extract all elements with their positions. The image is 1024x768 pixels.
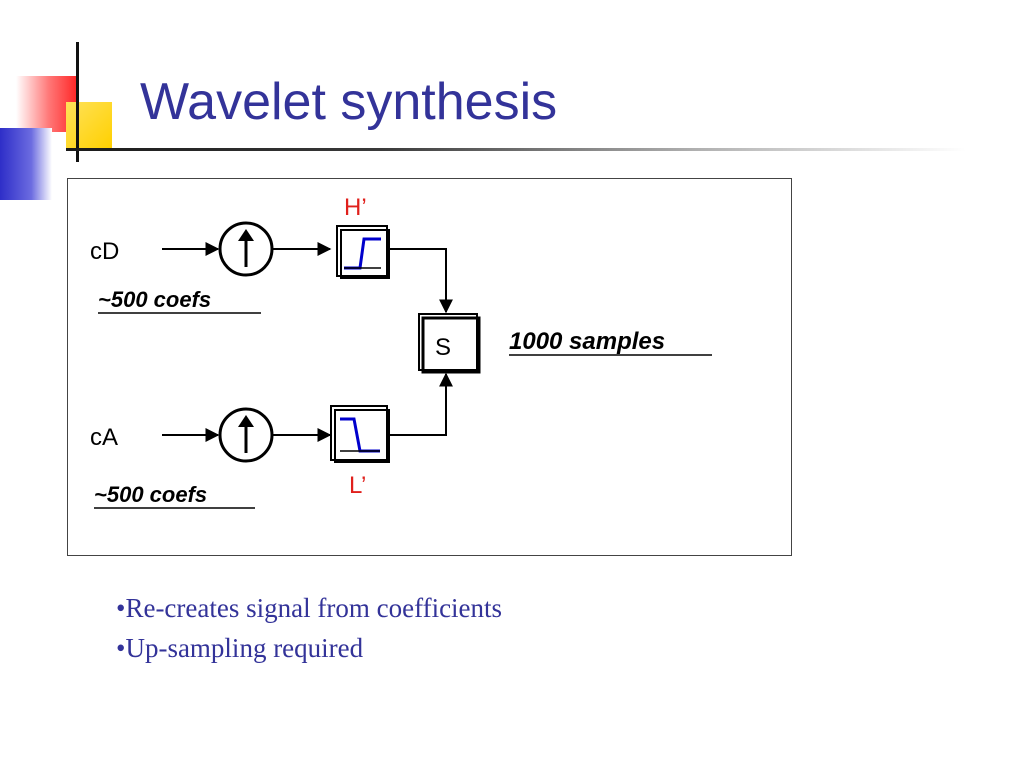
block-diagram-svg: cD ~500 coefs H’ S [90,194,712,509]
approx-upsampler-icon [218,407,274,463]
bullet-item-upsampling: •Up-sampling required [116,633,364,663]
approx-input-label: cA [90,424,118,451]
detail-coef-count: ~500 coefs [98,287,211,312]
sum-block-label: S [435,334,451,361]
lowpass-filter-block [330,405,390,463]
corner-decoration [0,42,112,200]
deco-yellow-square [66,102,112,148]
title-rule [66,148,966,151]
sum-block: S [418,313,481,374]
output-samples-label: 1000 samples [509,328,665,355]
highpass-filter-label: H’ [344,194,367,221]
block-diagram: cD ~500 coefs H’ S [67,178,792,556]
bullet-item-recreates-signal: •Re-creates signal from coefficients [116,593,503,623]
bullet-list: •Re-creates signal from coefficients •Up… [116,588,502,668]
approx-coef-count: ~500 coefs [94,482,207,507]
deco-blue-square [0,128,52,200]
highpass-to-sum-arrow [389,248,453,314]
deco-vertical-rule [76,42,79,162]
highpass-filter-block [336,225,390,279]
lowpass-to-sum-arrow [389,372,453,436]
lowpass-filter-label: L’ [349,472,366,499]
detail-upsampler-icon [218,221,274,277]
slide-title: Wavelet synthesis [140,73,558,131]
detail-input-label: cD [90,238,119,265]
